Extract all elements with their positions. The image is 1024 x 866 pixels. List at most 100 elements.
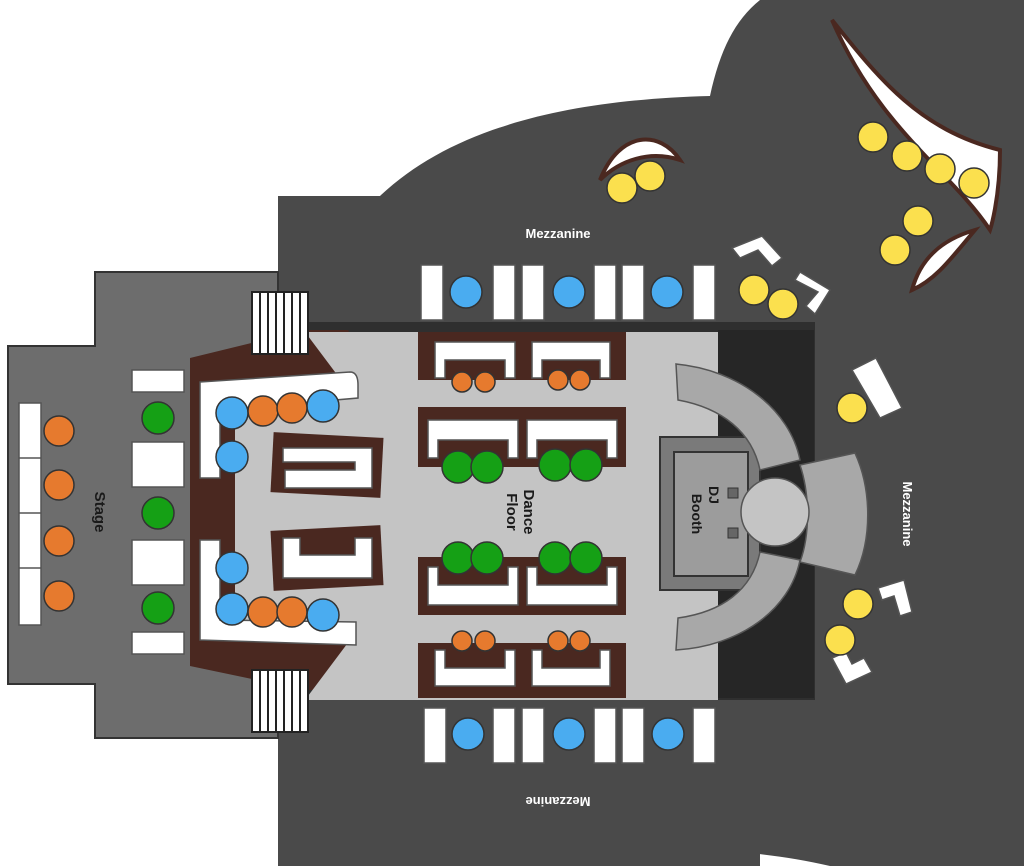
dj-booth-deck: [727, 487, 739, 499]
sofa[interactable]: [730, 235, 784, 268]
sofa[interactable]: [877, 579, 913, 617]
sofa-divider: [19, 457, 41, 569]
table[interactable]: [43, 580, 75, 612]
table[interactable]: [634, 160, 666, 192]
table[interactable]: [738, 274, 770, 306]
sofa[interactable]: [531, 341, 611, 379]
table[interactable]: [451, 630, 473, 652]
table[interactable]: [891, 140, 923, 172]
table[interactable]: [958, 167, 990, 199]
table[interactable]: [547, 369, 569, 391]
table[interactable]: [836, 392, 868, 424]
sofa[interactable]: [427, 566, 519, 606]
tables: [43, 121, 990, 751]
sofa[interactable]: [131, 631, 185, 655]
table[interactable]: [857, 121, 889, 153]
staircase-right: [799, 452, 869, 576]
sofa[interactable]: [434, 649, 516, 687]
table[interactable]: [470, 450, 504, 484]
table[interactable]: [902, 205, 934, 237]
table[interactable]: [650, 275, 684, 309]
table[interactable]: [606, 172, 638, 204]
table[interactable]: [306, 389, 340, 423]
sofa[interactable]: [593, 707, 617, 764]
sofa[interactable]: [621, 264, 645, 321]
sofa[interactable]: [492, 707, 516, 764]
table[interactable]: [215, 396, 249, 430]
table[interactable]: [552, 717, 586, 751]
table[interactable]: [441, 450, 475, 484]
table[interactable]: [247, 395, 279, 427]
table[interactable]: [247, 596, 279, 628]
sofa[interactable]: [420, 264, 444, 321]
staircase-upper: [675, 363, 801, 471]
table[interactable]: [215, 592, 249, 626]
sofa[interactable]: [434, 341, 516, 379]
table[interactable]: [879, 234, 911, 266]
sofa[interactable]: [423, 707, 447, 764]
sofa[interactable]: [131, 369, 185, 393]
mezzanine-label-top: Mezzanine: [525, 226, 590, 241]
dj-booth-label-2: Booth: [689, 494, 705, 534]
table[interactable]: [547, 630, 569, 652]
sofa[interactable]: [131, 539, 185, 586]
table[interactable]: [651, 717, 685, 751]
table[interactable]: [569, 630, 591, 652]
sofa[interactable]: [131, 441, 185, 488]
table[interactable]: [306, 598, 340, 632]
dj-booth-deck: [727, 527, 739, 539]
table[interactable]: [215, 440, 249, 474]
table[interactable]: [449, 275, 483, 309]
sofa[interactable]: [850, 356, 904, 419]
table[interactable]: [451, 371, 473, 393]
table[interactable]: [538, 448, 572, 482]
table[interactable]: [441, 541, 475, 575]
table[interactable]: [276, 392, 308, 424]
stairs-top: [251, 291, 309, 355]
sofa[interactable]: [621, 707, 645, 764]
sofa[interactable]: [282, 537, 373, 579]
table[interactable]: [569, 448, 603, 482]
sofa[interactable]: [526, 566, 618, 606]
decorative-curves: [598, 18, 1003, 294]
sofa[interactable]: [427, 419, 519, 459]
sofa[interactable]: [531, 649, 611, 687]
table[interactable]: [141, 401, 175, 435]
sofa[interactable]: [521, 264, 545, 321]
table[interactable]: [569, 369, 591, 391]
table[interactable]: [474, 371, 496, 393]
dj-booth-label-1: DJ: [706, 486, 722, 504]
sofa[interactable]: [526, 419, 618, 459]
table[interactable]: [141, 496, 175, 530]
sofas: [18, 235, 913, 764]
sofa[interactable]: [692, 264, 716, 321]
table[interactable]: [767, 288, 799, 320]
sofa[interactable]: [593, 264, 617, 321]
curve-feature: [908, 226, 981, 294]
stairs-bottom: [251, 669, 309, 733]
table[interactable]: [43, 525, 75, 557]
table[interactable]: [538, 541, 572, 575]
table[interactable]: [43, 469, 75, 501]
dj-staircases: [675, 363, 869, 651]
sofa[interactable]: [692, 707, 716, 764]
sofa[interactable]: [793, 270, 832, 316]
table[interactable]: [276, 596, 308, 628]
table[interactable]: [470, 541, 504, 575]
table[interactable]: [842, 588, 874, 620]
sofa[interactable]: [199, 539, 357, 646]
table[interactable]: [43, 415, 75, 447]
table[interactable]: [552, 275, 586, 309]
table[interactable]: [474, 630, 496, 652]
sofa[interactable]: [18, 402, 42, 626]
dj-platform: [740, 477, 810, 547]
table[interactable]: [215, 551, 249, 585]
table[interactable]: [569, 541, 603, 575]
table[interactable]: [141, 591, 175, 625]
table[interactable]: [451, 717, 485, 751]
sofa[interactable]: [521, 707, 545, 764]
sofa[interactable]: [282, 447, 373, 489]
sofa[interactable]: [492, 264, 516, 321]
table[interactable]: [824, 624, 856, 656]
table[interactable]: [924, 153, 956, 185]
